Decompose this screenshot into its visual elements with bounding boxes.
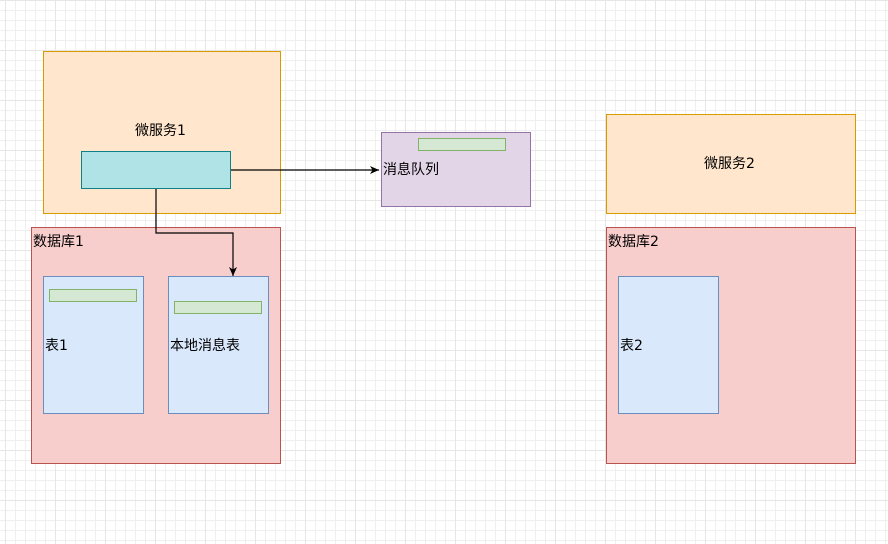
db1-label: 数据库1 bbox=[33, 234, 84, 250]
local-message-table-header-bar bbox=[174, 301, 262, 314]
service1-component[interactable] bbox=[81, 151, 231, 189]
edge-service1-to-local-table bbox=[155, 189, 237, 276]
table2-box[interactable] bbox=[618, 276, 719, 414]
local-message-table-box[interactable] bbox=[168, 276, 269, 414]
message-queue-label: 消息队列 bbox=[383, 162, 439, 178]
service1-label: 微服务1 bbox=[135, 123, 186, 139]
service2-label: 微服务2 bbox=[704, 156, 755, 172]
message-queue-header-bar bbox=[418, 138, 506, 151]
table1-header-bar bbox=[49, 289, 137, 302]
table2-label: 表2 bbox=[620, 338, 643, 354]
db2-label: 数据库2 bbox=[608, 234, 659, 250]
table1-label: 表1 bbox=[45, 338, 68, 354]
service2-box[interactable] bbox=[606, 114, 856, 214]
local-message-table-label: 本地消息表 bbox=[170, 338, 240, 354]
